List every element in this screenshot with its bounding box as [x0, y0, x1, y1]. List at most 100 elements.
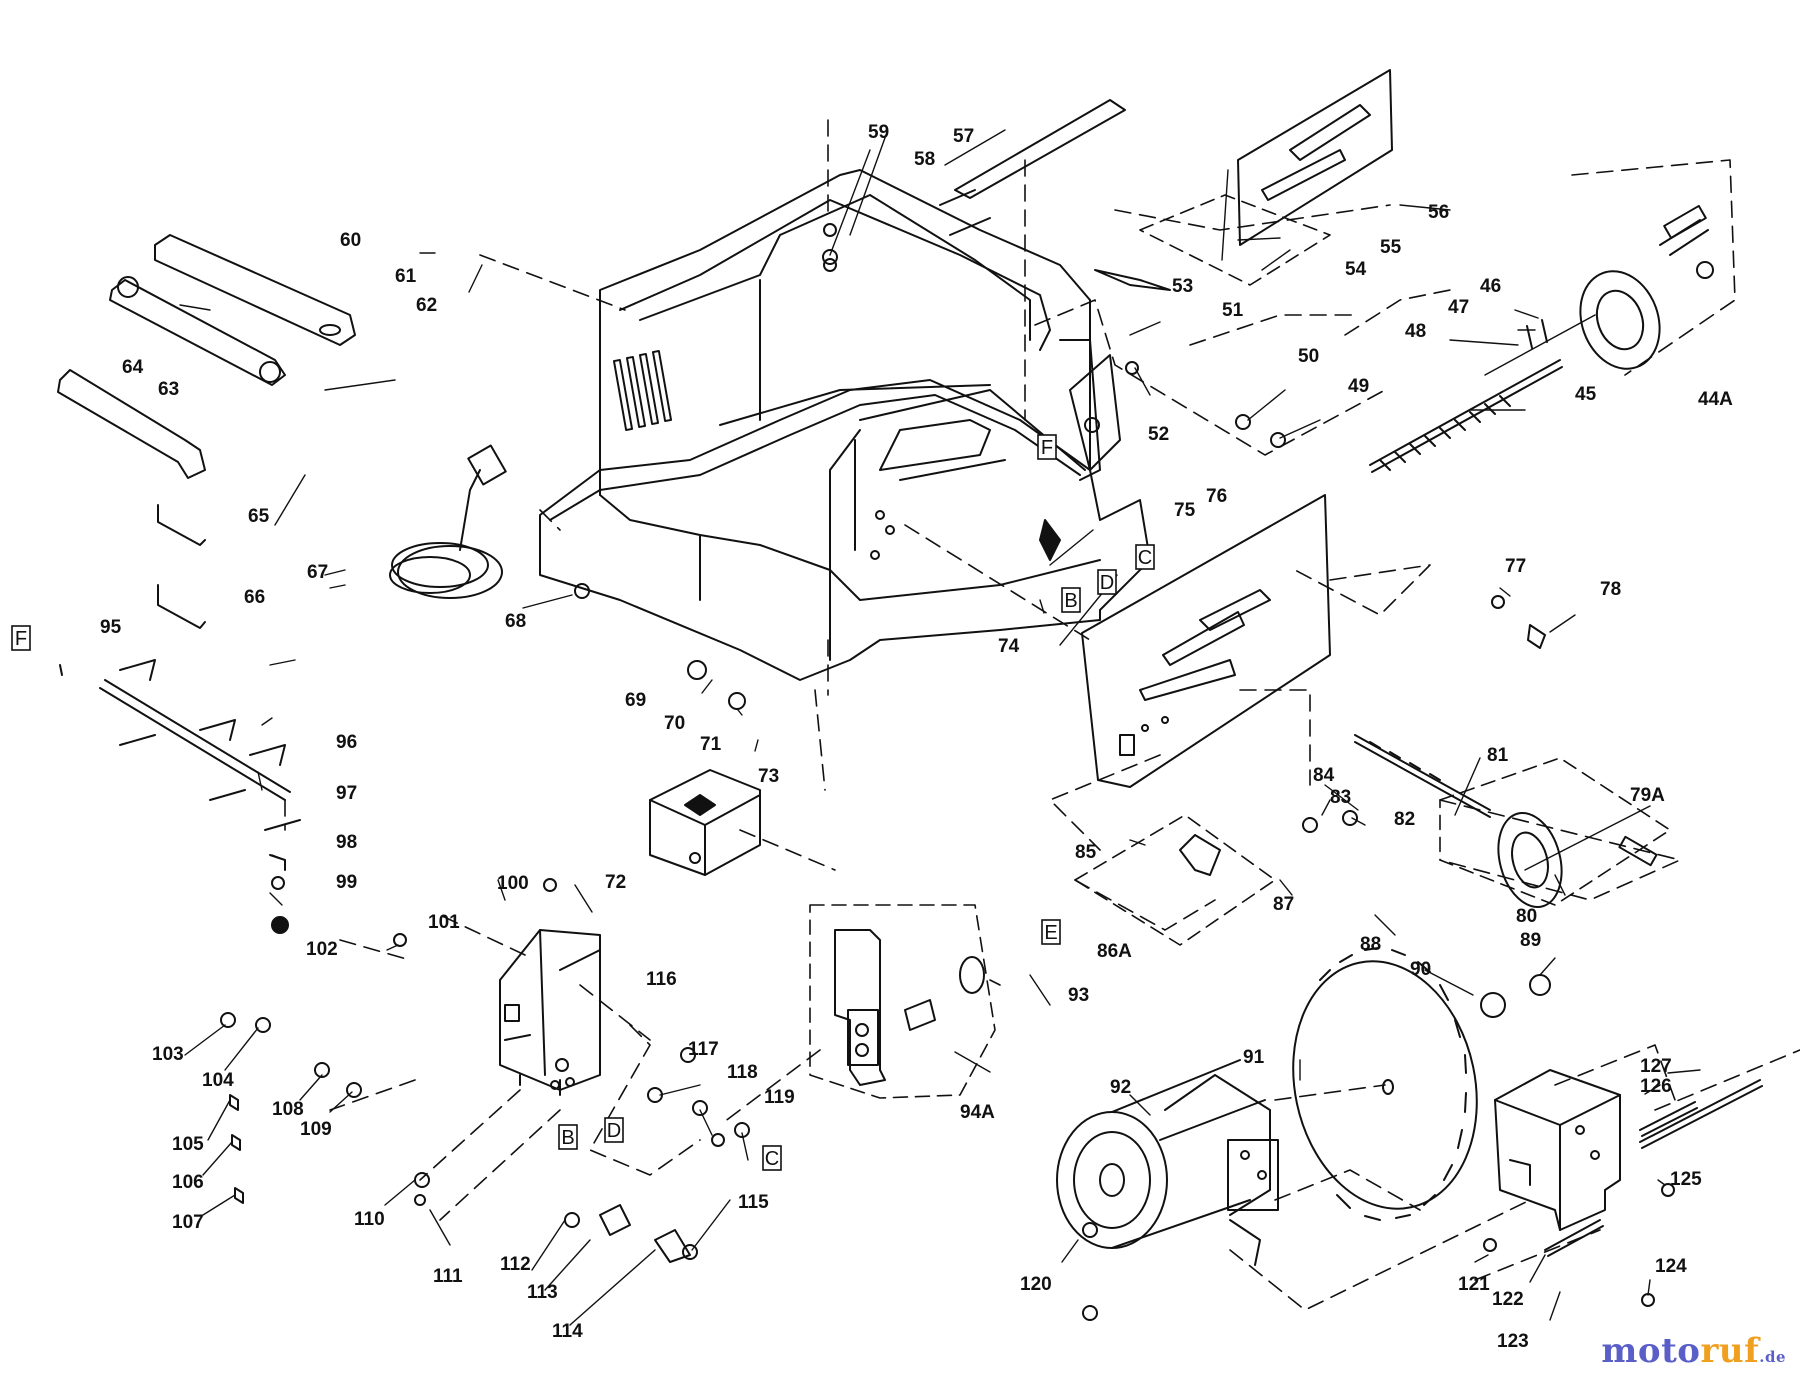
callout-120: 120: [1020, 1274, 1052, 1295]
callout-83: 83: [1330, 787, 1351, 808]
marker-f-cabinet: F: [1037, 434, 1057, 460]
svg-text:D: D: [1100, 572, 1114, 594]
callout-47: 47: [1448, 297, 1469, 318]
front-plate-76: [1081, 494, 1331, 788]
callout-87: 87: [1273, 894, 1294, 915]
callout-121: 121: [1458, 1274, 1490, 1295]
dashed-assembly-lines: [284, 119, 1800, 1311]
motor-mount-122: [1494, 1069, 1621, 1231]
callout-108: 108: [272, 1099, 304, 1120]
callout-124: 124: [1655, 1256, 1687, 1277]
svg-text:D: D: [607, 1120, 621, 1142]
letter-markers: F F E D C B B D: [11, 434, 1155, 1171]
hex-key-66: [157, 584, 206, 629]
callout-102: 102: [306, 939, 338, 960]
callout-66: 66: [244, 587, 265, 608]
marker-b-top: B: [1061, 587, 1081, 613]
marker-e: E: [1041, 919, 1061, 945]
callout-80: 80: [1516, 906, 1537, 927]
group-box-54-56: [1139, 194, 1331, 286]
svg-text:F: F: [1041, 437, 1053, 459]
svg-text:B: B: [1064, 590, 1077, 612]
callout-46: 46: [1480, 276, 1501, 297]
callout-127: 127: [1640, 1056, 1672, 1077]
callout-61: 61: [395, 266, 417, 287]
group-box-86a: [1074, 814, 1276, 946]
callout-57: 57: [953, 126, 974, 147]
site-watermark: motoruf.de: [1601, 1331, 1786, 1371]
callout-106: 106: [172, 1172, 204, 1193]
callout-97: 97: [336, 783, 357, 804]
callout-53: 53: [1172, 276, 1193, 297]
callout-90: 90: [1410, 959, 1431, 980]
callout-65: 65: [248, 506, 270, 527]
callout-98: 98: [336, 832, 357, 853]
rod-127: [1639, 1079, 1763, 1149]
callout-92: 92: [1110, 1077, 1131, 1098]
callout-58: 58: [914, 149, 935, 170]
callout-79a: 79A: [1630, 785, 1665, 806]
trunnion-bracket-101: [499, 929, 601, 1096]
small-hardware: [220, 249, 1675, 1321]
callout-89: 89: [1520, 930, 1541, 951]
strip-53: [1094, 269, 1171, 291]
group-box-94a: [809, 904, 996, 1099]
threaded-shaft-48: [1369, 319, 1563, 473]
callout-119: 119: [764, 1087, 795, 1108]
watermark-suffix: .de: [1759, 1348, 1786, 1366]
callout-62: 62: [416, 295, 437, 316]
callout-74: 74: [998, 636, 1020, 657]
callout-82: 82: [1394, 809, 1415, 830]
callout-69: 69: [625, 690, 646, 711]
callout-59: 59: [868, 122, 889, 143]
callout-75: 75: [1174, 500, 1196, 521]
callout-105: 105: [172, 1134, 204, 1155]
callout-117: 117: [688, 1039, 719, 1060]
callout-63: 63: [158, 379, 179, 400]
callout-leaders: [179, 129, 1701, 1326]
callout-48: 48: [1405, 321, 1426, 342]
hex-key-65: [157, 504, 206, 546]
marker-c-bottom: C: [762, 1145, 782, 1171]
callout-50: 50: [1298, 346, 1319, 367]
power-cord-67: [389, 444, 507, 599]
marker-d-top: D: [1097, 569, 1117, 595]
callout-99: 99: [336, 872, 357, 893]
svg-text:F: F: [15, 628, 27, 650]
callout-115: 115: [738, 1192, 769, 1213]
callout-118: 118: [727, 1062, 758, 1083]
rod-126: [1639, 1101, 1698, 1137]
callout-95: 95: [100, 617, 122, 638]
callout-113: 113: [527, 1282, 558, 1303]
callout-45: 45: [1575, 384, 1597, 405]
callout-71: 71: [700, 734, 722, 755]
callout-86a: 86A: [1097, 941, 1132, 962]
rod-assembly-96: [59, 659, 301, 871]
callout-55: 55: [1380, 237, 1402, 258]
svg-text:C: C: [765, 1148, 779, 1170]
callout-126: 126: [1640, 1076, 1672, 1097]
callout-123: 123: [1497, 1331, 1529, 1352]
marker-b-bottom: B: [558, 1124, 578, 1150]
motor-bracket-94a: [834, 929, 985, 1086]
callout-112: 112: [500, 1254, 531, 1275]
handwheel-44a: [1579, 204, 1714, 370]
callout-94a: 94A: [960, 1102, 995, 1123]
group-box-79a: [1439, 757, 1671, 906]
rod-123: [1544, 1219, 1604, 1257]
callout-103: 103: [152, 1044, 184, 1065]
saw-blade-91: [1292, 947, 1478, 1221]
svg-text:E: E: [1044, 922, 1057, 944]
callout-88: 88: [1360, 934, 1381, 955]
callout-73: 73: [758, 766, 779, 787]
callout-56: 56: [1428, 202, 1449, 223]
callout-81: 81: [1487, 745, 1509, 766]
motor-92: [1056, 1059, 1279, 1266]
callout-104: 104: [202, 1070, 234, 1091]
callout-109: 109: [300, 1119, 332, 1140]
callout-100: 100: [497, 873, 529, 894]
callout-49: 49: [1348, 376, 1369, 397]
wrench-60: [154, 234, 356, 346]
svg-text:C: C: [1138, 547, 1152, 569]
